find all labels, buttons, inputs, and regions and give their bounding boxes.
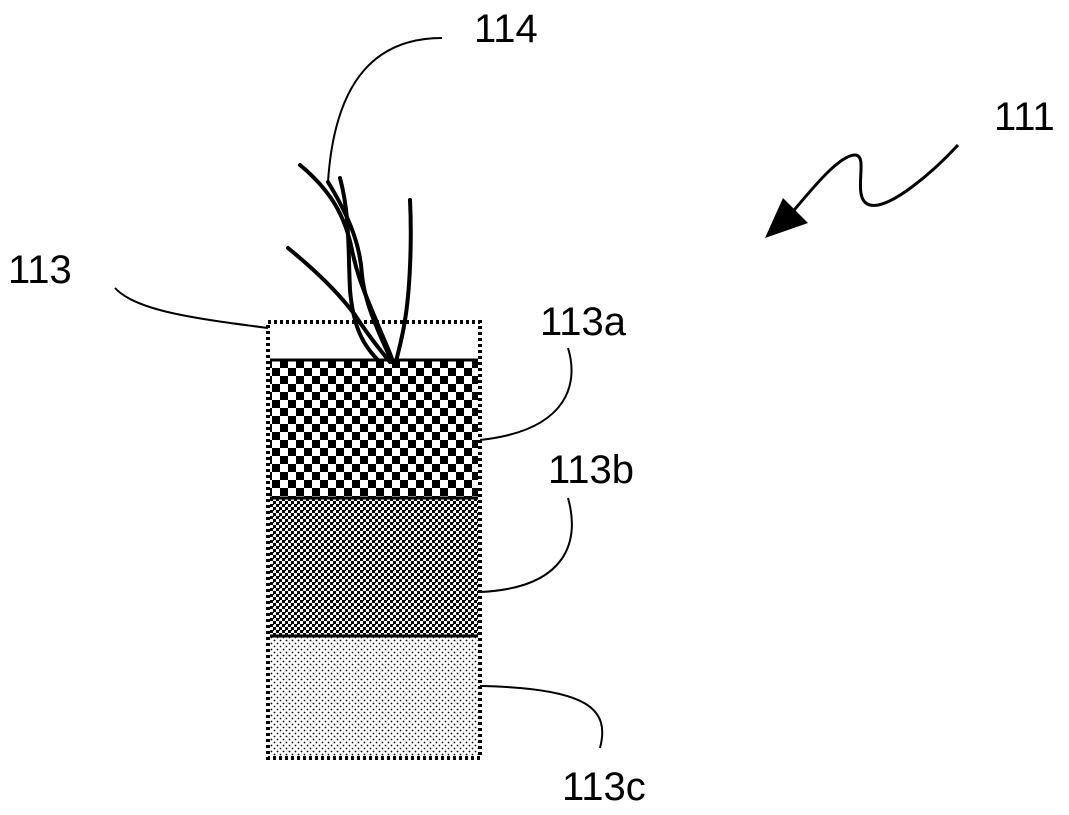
roots-114	[286, 163, 413, 364]
arrowhead-111	[765, 198, 808, 238]
label-111: 111	[994, 95, 1055, 139]
leader-113a	[479, 347, 573, 441]
root-strand-5	[394, 198, 413, 364]
root-strand-2	[326, 180, 394, 364]
root-strand-4	[286, 246, 392, 364]
root-strand-3	[338, 176, 382, 364]
label-113: 113	[8, 248, 72, 292]
leader-111	[788, 143, 960, 216]
leader-113	[114, 287, 269, 329]
label-113a: 113a	[540, 300, 627, 344]
leader-113b	[479, 497, 573, 593]
leader-113c	[479, 685, 604, 749]
label-113c: 113c	[562, 765, 646, 809]
leader-114	[327, 37, 443, 183]
layer-113c	[270, 636, 478, 756]
label-114: 114	[474, 7, 538, 51]
layer-113b	[270, 498, 478, 636]
label-113b: 113b	[548, 448, 634, 492]
layer-113a	[270, 360, 478, 498]
